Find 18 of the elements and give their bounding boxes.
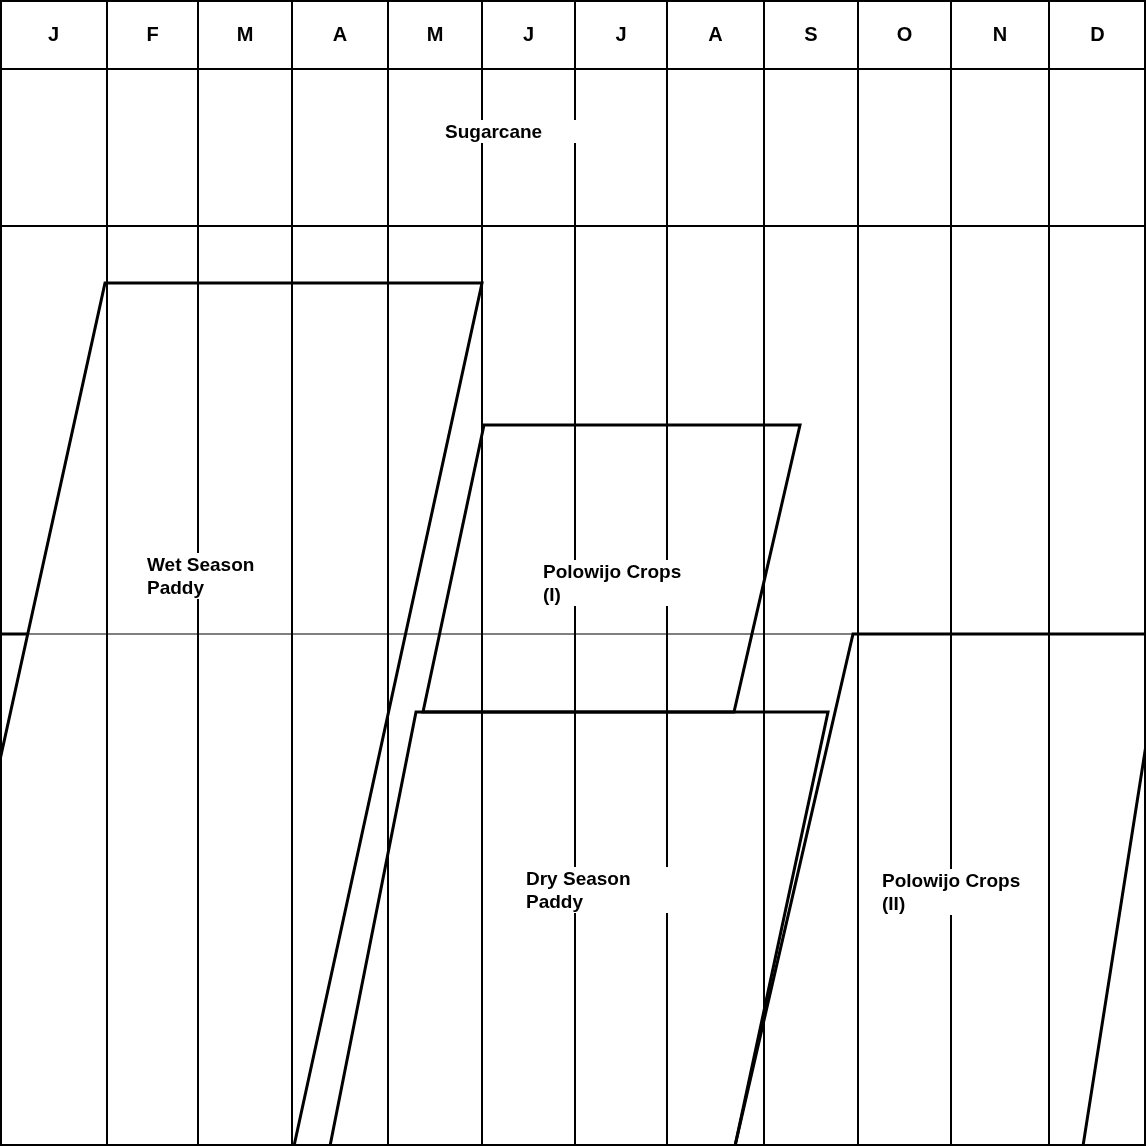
month-header: A (667, 0, 764, 70)
month-header: F (107, 0, 198, 70)
crop-period-shape (735, 634, 1146, 1146)
month-header: N (951, 0, 1049, 70)
month-header: O (858, 0, 951, 70)
crop-label: Sugarcane (443, 120, 577, 143)
month-header: J (575, 0, 667, 70)
month-header: M (198, 0, 292, 70)
month-header: J (0, 0, 107, 70)
crop-period-shape (330, 712, 828, 1146)
month-header: J (482, 0, 575, 70)
crop-period-shape (0, 283, 482, 1146)
month-header: D (1049, 0, 1146, 70)
month-header: A (292, 0, 388, 70)
month-header: M (388, 0, 482, 70)
crop-period-shape (423, 425, 800, 712)
crop-label: Dry Season Paddy (524, 867, 668, 913)
month-header: S (764, 0, 858, 70)
